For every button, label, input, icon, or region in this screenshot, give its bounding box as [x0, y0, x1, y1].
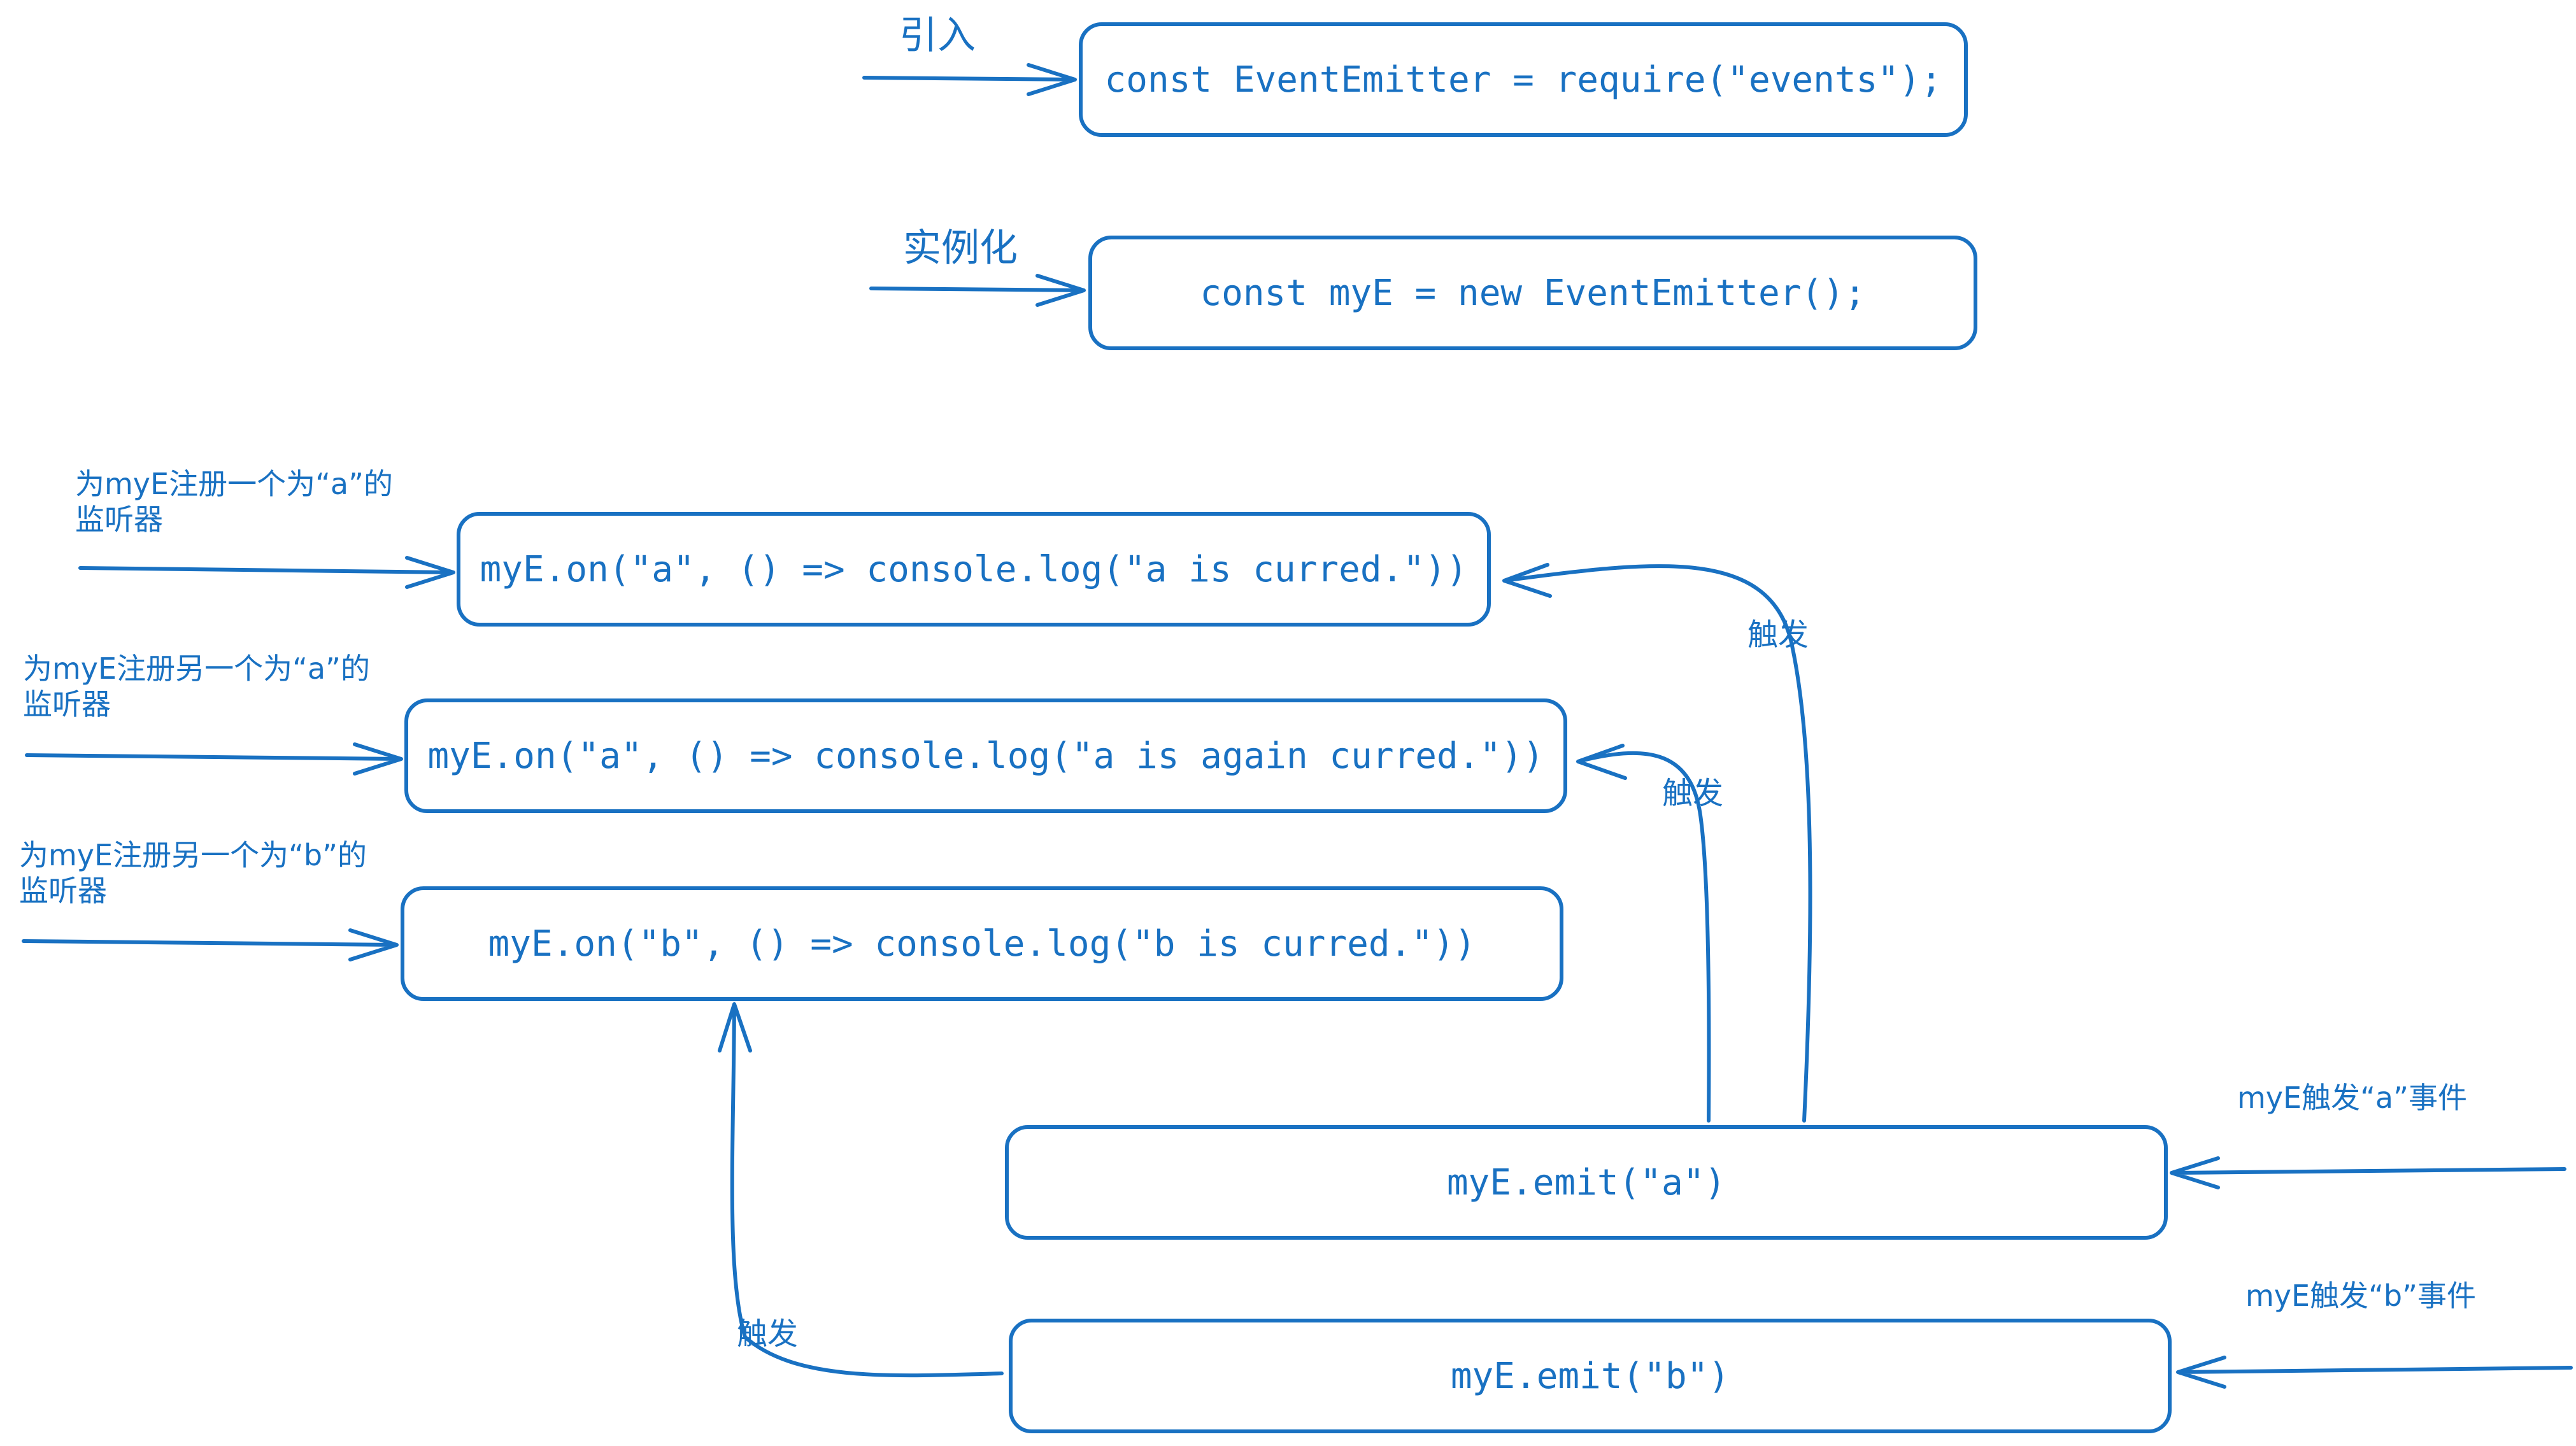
- instantiate-code: const myE = new EventEmitter();: [1200, 272, 1866, 314]
- arrow-on-a2: [25, 742, 403, 776]
- trigger-arrow-emit-a-to-on-a1: [1502, 563, 1812, 1123]
- label-trigger-2: 触发: [1662, 776, 1724, 811]
- emit-a-code: myE.emit("a"): [1446, 1161, 1726, 1203]
- listener-a2-code: myE.on("a", () => console.log("a is agai…: [427, 735, 1544, 777]
- listener-a2-node[interactable]: myE.on("a", () => console.log("a is agai…: [404, 698, 1567, 813]
- arrow-require: [862, 63, 1077, 96]
- label-trigger-1: 触发: [1747, 617, 1809, 653]
- listener-a1-node[interactable]: myE.on("a", () => console.log("a is curr…: [457, 512, 1491, 627]
- trigger-arrow-emit-a-to-on-a2: [1576, 744, 1711, 1123]
- trigger-arrow-emit-b-to-on-b: [718, 1002, 1004, 1378]
- arrow-on-a1: [78, 556, 455, 589]
- label-emit-a: myE触发“a”事件: [2237, 1081, 2467, 1115]
- emit-b-code: myE.emit("b"): [1450, 1355, 1730, 1397]
- label-instantiate: 实例化: [903, 226, 1018, 271]
- instantiate-node[interactable]: const myE = new EventEmitter();: [1088, 236, 1977, 350]
- listener-b-code: myE.on("b", () => console.log("b is curr…: [488, 923, 1476, 965]
- listener-a1-code: myE.on("a", () => console.log("a is curr…: [480, 548, 1468, 590]
- arrow-emit-a: [2170, 1156, 2566, 1189]
- arrow-instantiate: [869, 274, 1086, 307]
- label-require: 引入: [899, 13, 976, 58]
- label-on-a2: 为myE注册另一个为“a”的 监听器: [23, 651, 370, 722]
- label-on-b: 为myE注册另一个为“b”的 监听器: [19, 838, 367, 909]
- arrow-emit-b: [2176, 1356, 2573, 1389]
- emit-b-node[interactable]: myE.emit("b"): [1009, 1319, 2172, 1433]
- listener-b-node[interactable]: myE.on("b", () => console.log("b is curr…: [401, 886, 1563, 1001]
- require-code: const EventEmitter = require("events");: [1104, 59, 1942, 101]
- emit-a-node[interactable]: myE.emit("a"): [1005, 1125, 2168, 1240]
- require-node[interactable]: const EventEmitter = require("events");: [1079, 22, 1968, 137]
- label-emit-b: myE触发“b”事件: [2245, 1279, 2476, 1313]
- arrow-on-b: [22, 928, 399, 961]
- label-on-a1: 为myE注册一个为“a”的 监听器: [75, 467, 393, 537]
- label-trigger-3: 触发: [737, 1316, 799, 1352]
